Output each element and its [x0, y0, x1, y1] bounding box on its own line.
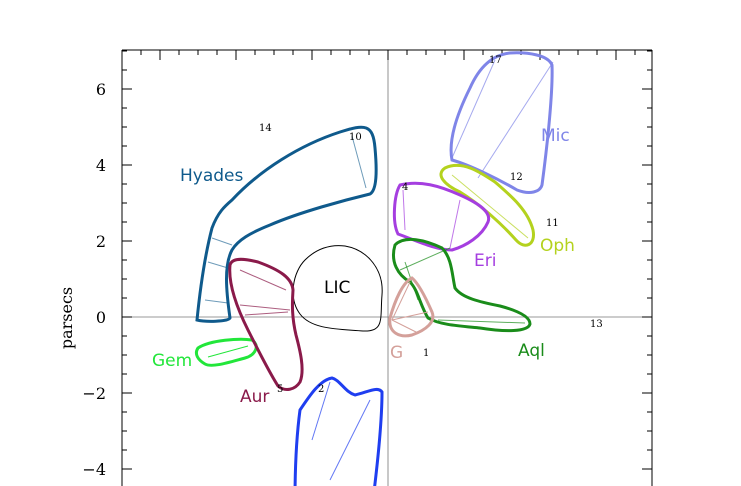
plot-frame — [121, 49, 653, 486]
y-tick-6: 6 — [96, 80, 106, 99]
cloud-outline-g — [388, 276, 435, 338]
label-aql: Aql — [518, 341, 545, 361]
star-number-10: 10 — [349, 132, 362, 143]
cloud-outline-hyades — [195, 125, 378, 323]
star-number-5: 5 — [277, 384, 283, 395]
cloud-g — [388, 276, 435, 338]
y-tick-neg4: −4 — [82, 460, 106, 479]
label-gem: Gem — [152, 351, 192, 371]
star-number-17: 17 — [489, 55, 502, 66]
star-number-13: 13 — [590, 319, 603, 330]
cloud-hyades — [195, 125, 378, 323]
star-number-11: 11 — [546, 218, 559, 229]
cloud-aql — [392, 237, 532, 333]
cloud-blue-bottom — [293, 376, 384, 486]
cloud-aur — [228, 257, 304, 391]
cloud-outline-lic — [292, 245, 383, 332]
y-tick-2: 2 — [96, 232, 106, 251]
cloud-outline-eri — [392, 181, 491, 252]
cloud-oph — [439, 163, 535, 247]
label-lic: LIC — [324, 278, 350, 298]
cloud-outline-aql — [392, 237, 532, 333]
axis-ticks — [122, 50, 652, 470]
cloud-gem — [194, 337, 258, 367]
label-hyades: Hyades — [180, 166, 244, 186]
cloud-outline-oph — [439, 163, 535, 247]
y-tick-labels: 6 4 2 0 −2 −4 — [82, 80, 106, 479]
star-number-4: 4 — [402, 182, 408, 193]
label-oph: Oph — [540, 236, 575, 256]
cloud-mic — [449, 51, 554, 194]
cloud-outline-gem — [194, 337, 258, 367]
cloud-outline-blue — [293, 376, 384, 486]
star-number-14: 14 — [259, 123, 272, 134]
cloud-eri — [392, 181, 491, 252]
cloud-outline-mic — [449, 51, 554, 194]
label-aur: Aur — [240, 387, 269, 407]
star-number-1: 1 — [423, 348, 429, 359]
cloud-outline-aur — [228, 257, 304, 391]
y-tick-4: 4 — [96, 156, 106, 175]
y-tick-neg2: −2 — [82, 384, 106, 403]
y-axis-title: parsecs — [57, 287, 76, 349]
y-tick-0: 0 — [96, 308, 106, 327]
star-number-12: 12 — [510, 172, 523, 183]
label-mic: Mic — [541, 126, 570, 146]
star-number-2: 2 — [318, 384, 324, 395]
label-g: G — [390, 343, 403, 363]
label-eri: Eri — [474, 251, 496, 271]
